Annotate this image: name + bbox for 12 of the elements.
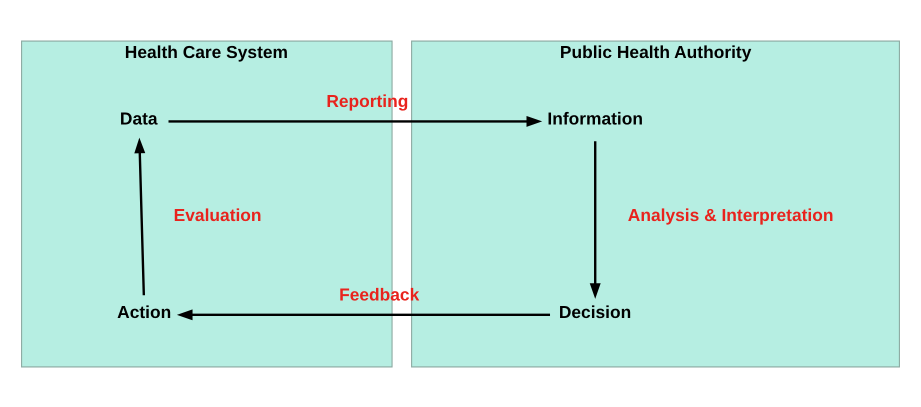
- node-text: Decision: [558, 301, 632, 322]
- arrow: [176, 308, 550, 320]
- arrow: [134, 137, 146, 295]
- edge-label: Feedback: [339, 284, 420, 304]
- node-text: Data: [120, 108, 158, 128]
- arrow: [590, 140, 601, 298]
- node-text: Action: [117, 301, 172, 322]
- node-text: Information: [547, 108, 643, 128]
- edge-label: Evaluation: [174, 204, 262, 225]
- edge-label: Reporting: [326, 90, 408, 111]
- edge-label: Analysis & Interpretation: [628, 204, 834, 225]
- arrow: [168, 115, 542, 126]
